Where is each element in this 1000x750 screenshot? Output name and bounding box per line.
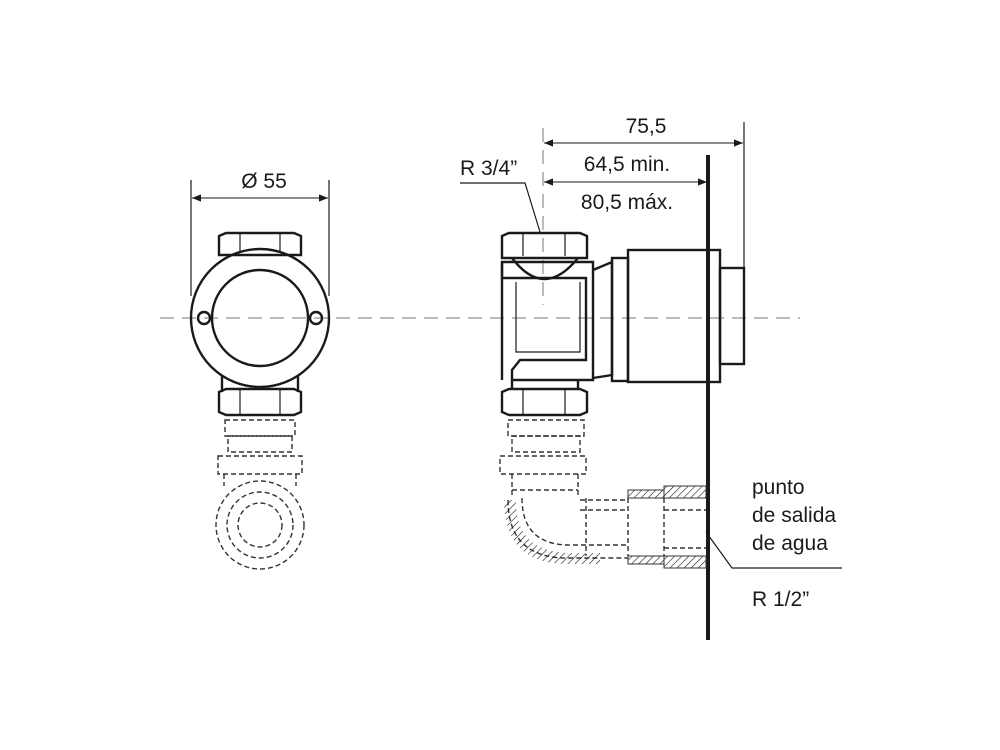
overall-depth-label: 75,5 <box>626 115 667 138</box>
front-bottom-nut <box>217 387 303 417</box>
front-top-nut <box>217 231 303 257</box>
diameter-label: Ø 55 <box>241 170 287 193</box>
side-top-nut <box>500 231 589 260</box>
right-screw-hole <box>308 310 324 326</box>
outlet-label-line2: de salida <box>752 504 836 527</box>
front-flange-bore <box>210 268 310 368</box>
diameter-dimension: Ø 55 <box>190 170 330 296</box>
side-dashed-elbow <box>499 419 707 569</box>
side-bottom-nut <box>500 387 589 417</box>
front-view: Ø 55 <box>189 170 331 570</box>
inlet-thread-label: R 3/4” <box>460 157 517 180</box>
side-cartridge <box>626 248 710 384</box>
outlet-thread-label: R 1/2” <box>752 588 809 611</box>
front-flange-outer <box>189 247 331 389</box>
depth-dimensions: 75,5 64,5 min. 80,5 máx. R 3/4” <box>460 115 745 268</box>
front-dashed-fitting <box>215 419 305 570</box>
side-view: 75,5 64,5 min. 80,5 máx. R 3/4” <box>460 115 842 640</box>
max-depth-label: 80,5 máx. <box>581 191 673 214</box>
min-depth-label: 64,5 min. <box>584 153 670 176</box>
outlet-label-line1: punto <box>752 476 805 499</box>
left-screw-hole <box>196 310 212 326</box>
outlet-label-line3: de agua <box>752 532 828 555</box>
side-valve-body <box>500 260 595 382</box>
side-cap <box>718 266 746 366</box>
